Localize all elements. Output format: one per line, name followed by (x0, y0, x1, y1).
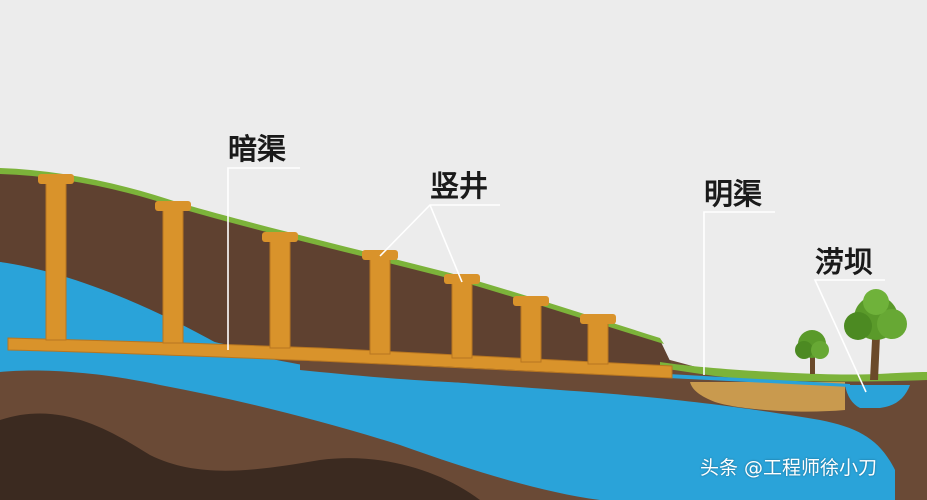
dam-pond (845, 385, 910, 408)
well-cap (155, 201, 191, 211)
tree-large (844, 289, 907, 380)
tree-small (795, 330, 829, 374)
well-cap (262, 232, 298, 242)
well-shaft (587, 317, 609, 365)
field-grass (660, 362, 927, 382)
well-cap (444, 274, 480, 284)
watermark: 头条 @工程师徐小刀 (700, 457, 878, 479)
vertical-wells (38, 174, 616, 365)
label-hidden-channel: 暗渠 (228, 132, 287, 166)
well-cap (38, 174, 74, 184)
well-cap (580, 314, 616, 324)
leader-hidden-channel (227, 167, 300, 350)
leader-lines (227, 167, 885, 393)
well-shaft (269, 235, 291, 349)
hidden-channel-tunnel (7, 337, 673, 379)
open-channel-water (668, 374, 850, 387)
well-shaft (520, 299, 542, 363)
bedrock-dark (0, 413, 480, 500)
label-vertical-well: 竖井 (430, 169, 489, 203)
well-shaft (162, 204, 184, 344)
groundwater-layer (0, 262, 895, 500)
well-shaft (45, 177, 67, 341)
well-shaft (369, 253, 391, 355)
label-dam: 涝坝 (815, 245, 874, 279)
well-cap (513, 296, 549, 306)
open-channel-bed (690, 382, 845, 412)
leader-open-channel (703, 211, 775, 375)
label-open-channel: 明渠 (704, 177, 763, 211)
leader-vertical-well-b (429, 204, 463, 283)
well-shaft (451, 277, 473, 359)
leader-dam (813, 279, 885, 393)
